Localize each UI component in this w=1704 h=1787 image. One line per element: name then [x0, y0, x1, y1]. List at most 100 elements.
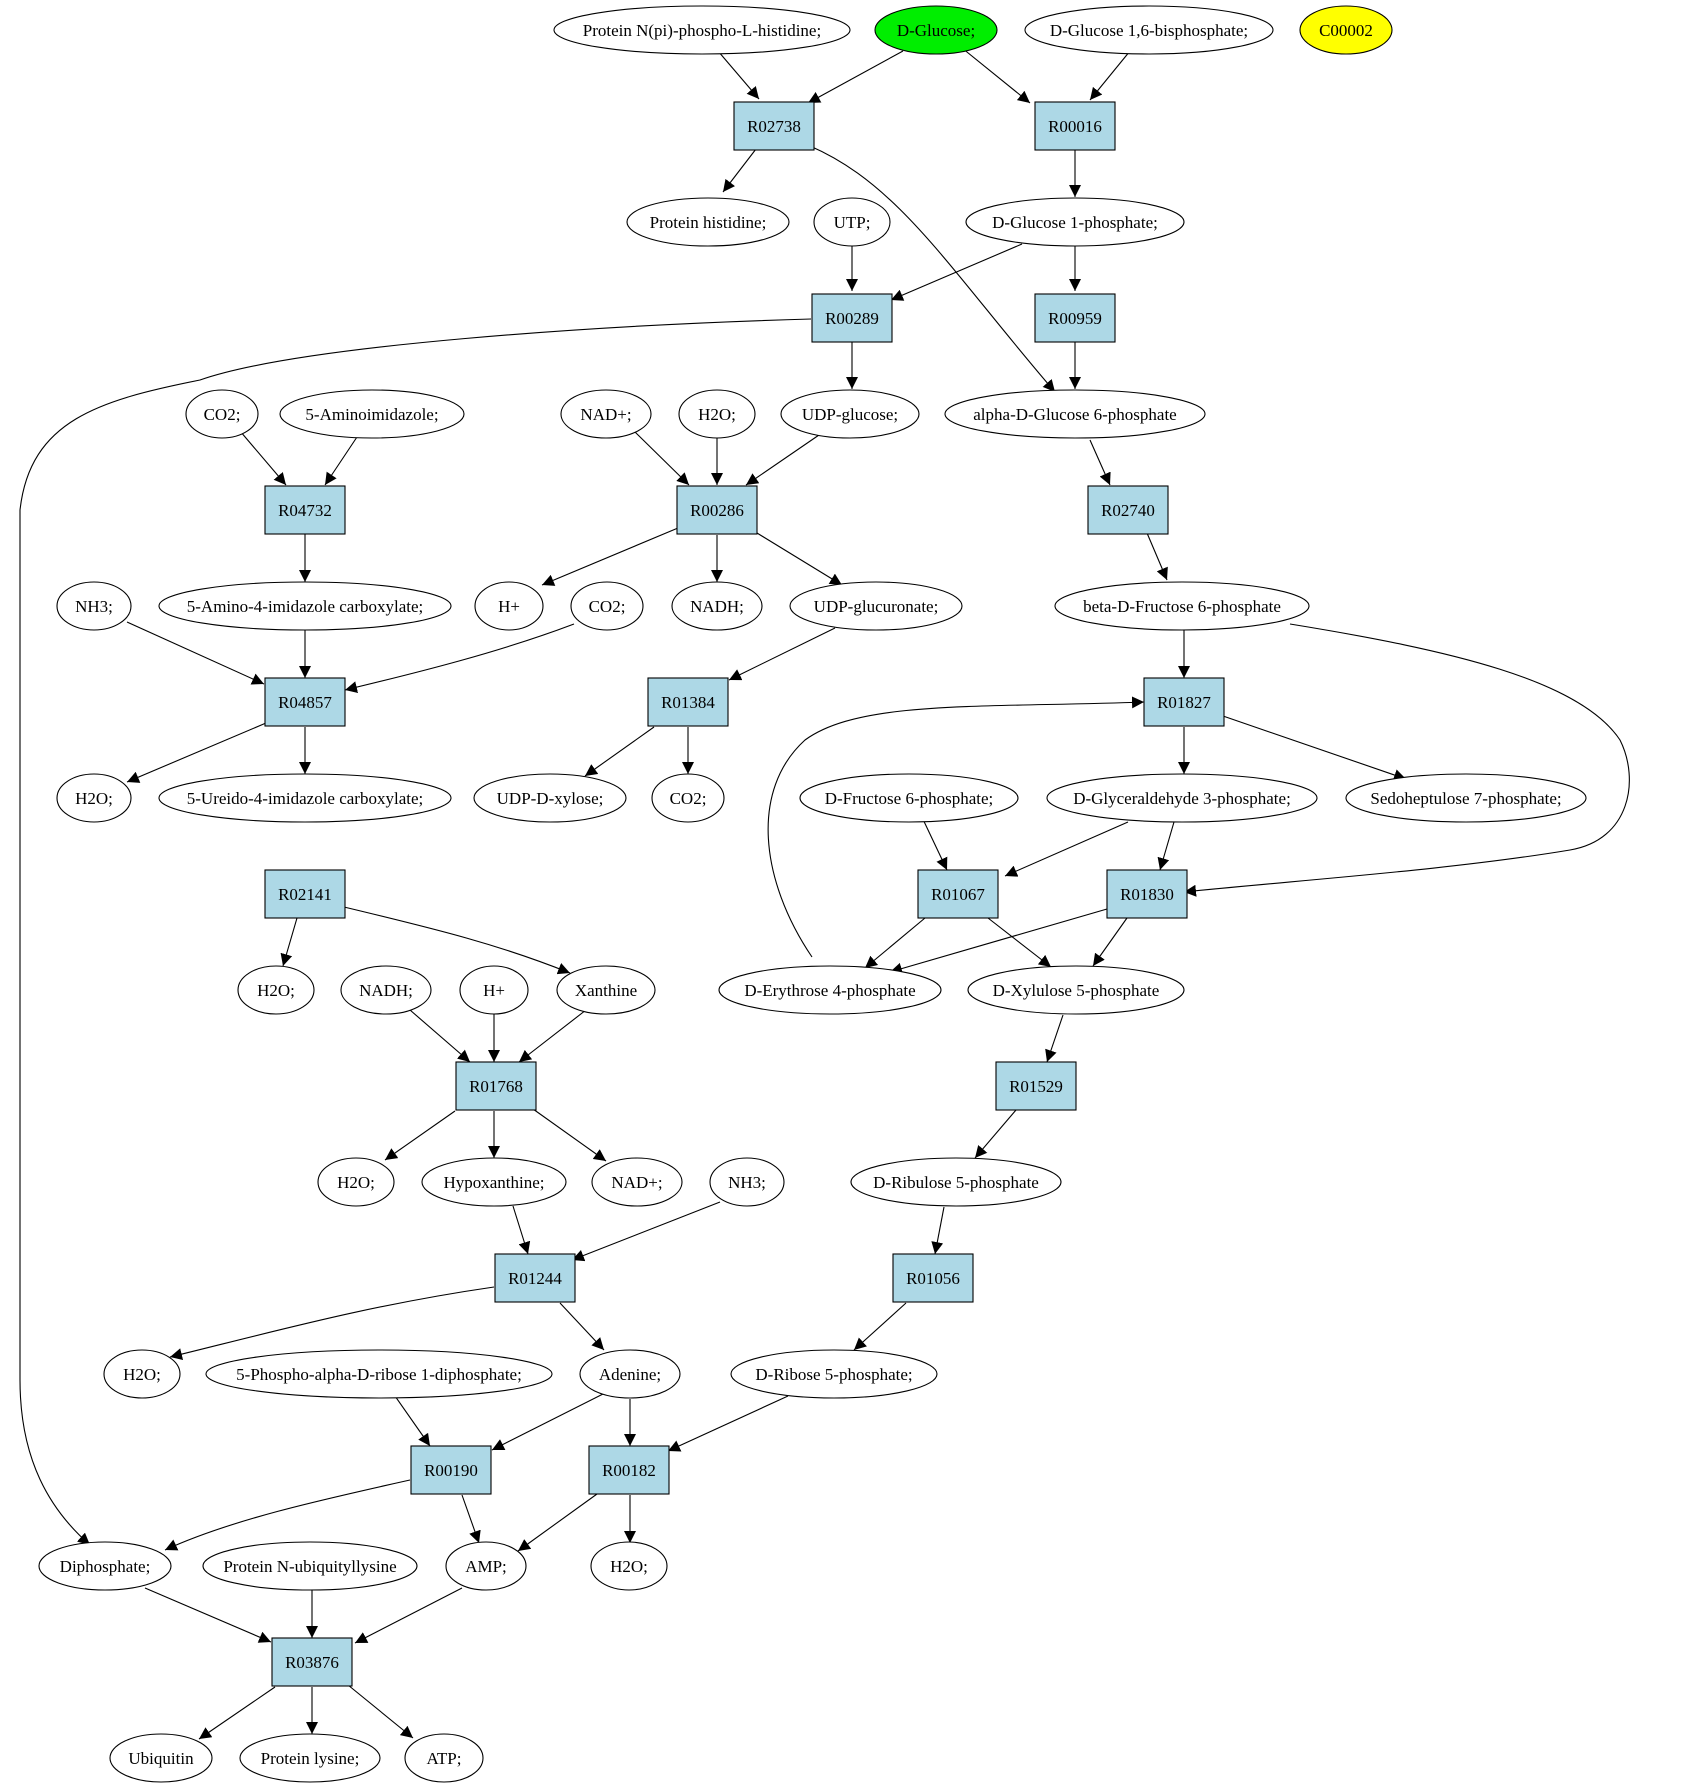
metabolite-node[interactable]: CO2; — [570, 581, 644, 631]
reaction-box — [1087, 485, 1169, 535]
metabolite-node[interactable]: Protein histidine; — [626, 197, 790, 247]
metabolite-ellipse — [317, 1157, 395, 1207]
metabolite-node[interactable]: CO2; — [651, 773, 725, 823]
reaction-node-r01529[interactable]: R01529 — [995, 1061, 1077, 1111]
reaction-box — [264, 485, 346, 535]
metabolite-ellipse — [874, 5, 998, 55]
reaction-node-r03876[interactable]: R03876 — [271, 1637, 353, 1687]
edge — [1092, 917, 1128, 967]
metabolite-node[interactable]: UDP-D-xylose; — [473, 773, 627, 823]
metabolite-node[interactable]: ATP; — [404, 1733, 484, 1783]
metabolite-node[interactable]: NAD+; — [591, 1157, 683, 1207]
metabolite-node[interactable]: beta-D-Fructose 6-phosphate — [1054, 581, 1310, 631]
metabolite-node[interactable]: Adenine; — [579, 1349, 681, 1399]
edge — [864, 917, 926, 969]
metabolite-node[interactable]: NADH; — [671, 581, 763, 631]
metabolite-node[interactable]: 5-Amino-4-imidazole carboxylate; — [158, 581, 452, 631]
metabolite-label: D-Glyceraldehyde 3-phosphate; — [1073, 789, 1291, 808]
metabolite-node[interactable]: H+ — [474, 581, 544, 631]
reaction-node-r01244[interactable]: R01244 — [494, 1253, 576, 1303]
metabolite-label: Xanthine — [575, 981, 637, 1000]
metabolite-node[interactable]: UTP; — [813, 197, 891, 247]
edge — [169, 1286, 495, 1360]
metabolite-ellipse — [556, 965, 656, 1015]
metabolite-node[interactable]: alpha-D-Glucose 6-phosphate — [944, 389, 1206, 439]
metabolite-node[interactable]: C00002 — [1299, 5, 1393, 55]
metabolite-ellipse — [591, 1157, 683, 1207]
metabolite-node[interactable]: D-Glucose; — [874, 5, 998, 55]
reaction-node-r01067[interactable]: R01067 — [917, 869, 999, 919]
metabolite-node[interactable]: Ubiquitin — [109, 1733, 213, 1783]
reaction-box — [917, 869, 999, 919]
metabolite-ellipse — [579, 1349, 681, 1399]
metabolite-node[interactable]: 5-Ureido-4-imidazole carboxylate; — [158, 773, 452, 823]
metabolite-node[interactable]: H2O; — [103, 1349, 181, 1399]
metabolite-ellipse — [730, 1349, 938, 1399]
metabolite-label: Protein N-ubiquityllysine — [223, 1557, 396, 1576]
metabolite-node[interactable]: Sedoheptulose 7-phosphate; — [1345, 773, 1587, 823]
metabolite-ellipse — [813, 197, 891, 247]
metabolite-node[interactable]: NAD+; — [560, 389, 652, 439]
metabolite-label: Protein lysine; — [261, 1749, 360, 1768]
metabolite-node[interactable]: 5-Aminoimidazole; — [279, 389, 465, 439]
metabolite-node[interactable]: D-Ribulose 5-phosphate — [850, 1157, 1062, 1207]
reaction-node-r02738[interactable]: R02738 — [733, 101, 815, 151]
reaction-label: R01830 — [1120, 885, 1174, 904]
reaction-node-r02740[interactable]: R02740 — [1087, 485, 1169, 535]
metabolite-ellipse — [205, 1349, 553, 1399]
reaction-node-r00286[interactable]: R00286 — [676, 485, 758, 535]
metabolite-node[interactable]: H2O; — [590, 1541, 668, 1591]
metabolite-node[interactable]: AMP; — [445, 1541, 527, 1591]
metabolite-node[interactable]: H2O; — [678, 389, 756, 439]
metabolite-node[interactable]: Protein N(pi)-phospho-L-histidine; — [553, 5, 851, 55]
metabolite-label: ATP; — [427, 1749, 462, 1768]
reaction-node-r00959[interactable]: R00959 — [1034, 293, 1116, 343]
metabolite-node[interactable]: UDP-glucuronate; — [789, 581, 963, 631]
edge — [931, 1206, 945, 1255]
metabolite-node[interactable]: CO2; — [185, 389, 259, 439]
metabolite-node[interactable]: D-Fructose 6-phosphate; — [799, 773, 1019, 823]
metabolite-node[interactable]: Protein N-ubiquityllysine — [202, 1541, 418, 1591]
reaction-node-r00182[interactable]: R00182 — [588, 1445, 670, 1495]
metabolite-node[interactable]: NH3; — [709, 1157, 785, 1207]
metabolite-node[interactable]: Diphosphate; — [38, 1541, 172, 1591]
metabolite-node[interactable]: H2O; — [317, 1157, 395, 1207]
reaction-box — [1034, 293, 1116, 343]
metabolite-node[interactable]: D-Erythrose 4-phosphate — [718, 965, 942, 1015]
metabolite-node[interactable]: Protein lysine; — [239, 1733, 381, 1783]
metabolite-node[interactable]: Hypoxanthine; — [421, 1157, 567, 1207]
reaction-node-r04857[interactable]: R04857 — [264, 677, 346, 727]
metabolite-label: D-Glucose 1-phosphate; — [992, 213, 1158, 232]
metabolite-node[interactable]: D-Glyceraldehyde 3-phosphate; — [1046, 773, 1318, 823]
metabolite-ellipse — [709, 1157, 785, 1207]
reaction-node-r01768[interactable]: R01768 — [455, 1061, 537, 1111]
reaction-box — [676, 485, 758, 535]
reaction-node-r02141[interactable]: R02141 — [264, 869, 346, 919]
reaction-node-r00190[interactable]: R00190 — [410, 1445, 492, 1495]
metabolite-node[interactable]: H2O; — [56, 773, 132, 823]
reaction-node-r01056[interactable]: R01056 — [892, 1253, 974, 1303]
reaction-node-r01827[interactable]: R01827 — [1143, 677, 1225, 727]
metabolite-node[interactable]: H+ — [459, 965, 529, 1015]
metabolite-label: H2O; — [698, 405, 736, 424]
metabolite-node[interactable]: UDP-glucose; — [780, 389, 920, 439]
metabolite-node[interactable]: D-Ribose 5-phosphate; — [730, 1349, 938, 1399]
reaction-node-r01830[interactable]: R01830 — [1106, 869, 1188, 919]
metabolite-node[interactable]: Xanthine — [556, 965, 656, 1015]
edge — [461, 1494, 481, 1544]
reaction-node-r00289[interactable]: R00289 — [811, 293, 893, 343]
reaction-node-r01384[interactable]: R01384 — [647, 677, 729, 727]
metabolite-node[interactable]: D-Glucose 1,6-bisphosphate; — [1024, 5, 1274, 55]
edge — [889, 908, 1108, 975]
metabolite-node[interactable]: NH3; — [56, 581, 132, 631]
metabolite-node[interactable]: 5-Phospho-alpha-D-ribose 1-diphosphate; — [205, 1349, 553, 1399]
metabolite-node[interactable]: D-Xylulose 5-phosphate — [967, 965, 1185, 1015]
reaction-node-r04732[interactable]: R04732 — [264, 485, 346, 535]
metabolite-node[interactable]: NADH; — [340, 965, 432, 1015]
metabolite-node[interactable]: D-Glucose 1-phosphate; — [965, 197, 1185, 247]
edge — [890, 243, 1023, 301]
metabolite-node[interactable]: H2O; — [237, 965, 315, 1015]
reaction-node-r00016[interactable]: R00016 — [1034, 101, 1116, 151]
metabolite-ellipse — [944, 389, 1206, 439]
